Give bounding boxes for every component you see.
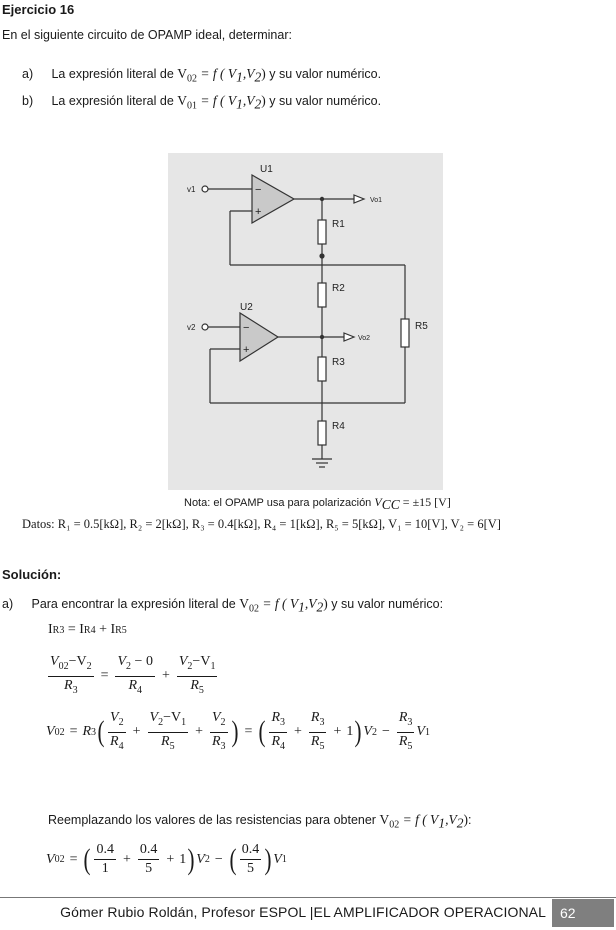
circuit-diagram: U1 U2 v1 v2 Vo1 Vo2 R1 R2 R3 R4 R5 − + −… [168,153,443,490]
question-text: La expresión literal de [51,94,174,108]
question-label: a) [22,67,34,81]
label-vo1: Vo1 [370,197,382,204]
label-v1: v1 [187,185,196,194]
label-r1: R1 [332,219,345,230]
label-r4: R4 [332,421,345,432]
resistor-r1 [317,219,327,245]
solution-title: Solución: [2,567,62,582]
footer-rule [0,897,616,898]
u2-minus: − [243,322,249,334]
resistor-r4 [317,420,327,446]
u2-plus: + [243,344,249,356]
opamp-u2-symbol [239,311,280,363]
question-b: b) La expresión literal de V01 = f ( V1,… [22,93,381,113]
opamp-u1-symbol [251,173,296,225]
question-tail: y su valor numérico. [269,67,382,81]
label-v2: v2 [187,323,196,332]
question-label: b) [22,94,34,108]
exercise-title: Ejercicio 16 [2,2,75,17]
label-r5: R5 [415,321,428,332]
footer-text: Gómer Rubio Roldán, Profesor ESPOL |EL A… [60,904,546,920]
resistor-r3 [317,356,327,382]
question-text: La expresión literal de [51,67,174,81]
resistor-r2 [317,282,327,308]
label-u2: U2 [240,302,253,313]
question-var: V02 = f ( V1,V2) [177,66,266,85]
solution-a-line: a) Para encontrar la expresión literal d… [2,596,444,615]
question-var: V01 = f ( V1,V2) [177,93,266,112]
u1-minus: − [255,184,261,196]
label-r3: R3 [332,357,345,368]
label-vo2: Vo2 [358,335,370,342]
resistor-r5 [400,318,410,348]
nota-text: Nota: el OPAMP usa para polarización VCC… [184,495,451,513]
datos-line: Datos: R₁ = 0.5[kΩ], R₂ = 2[kΩ], R₃ = 0.… [22,517,501,531]
label-r2: R2 [332,283,345,294]
reemplazando-text: Reemplazando los valores de las resisten… [48,812,472,831]
page-number: 62 [552,899,614,927]
label-u1: U1 [260,164,273,175]
u1-plus: + [255,206,261,218]
question-a: a) La expresión literal de V02 = f ( V1,… [22,66,381,86]
intro-text: En el siguiente circuito de OPAMP ideal,… [2,28,292,42]
question-tail: y su valor numérico. [269,94,382,108]
